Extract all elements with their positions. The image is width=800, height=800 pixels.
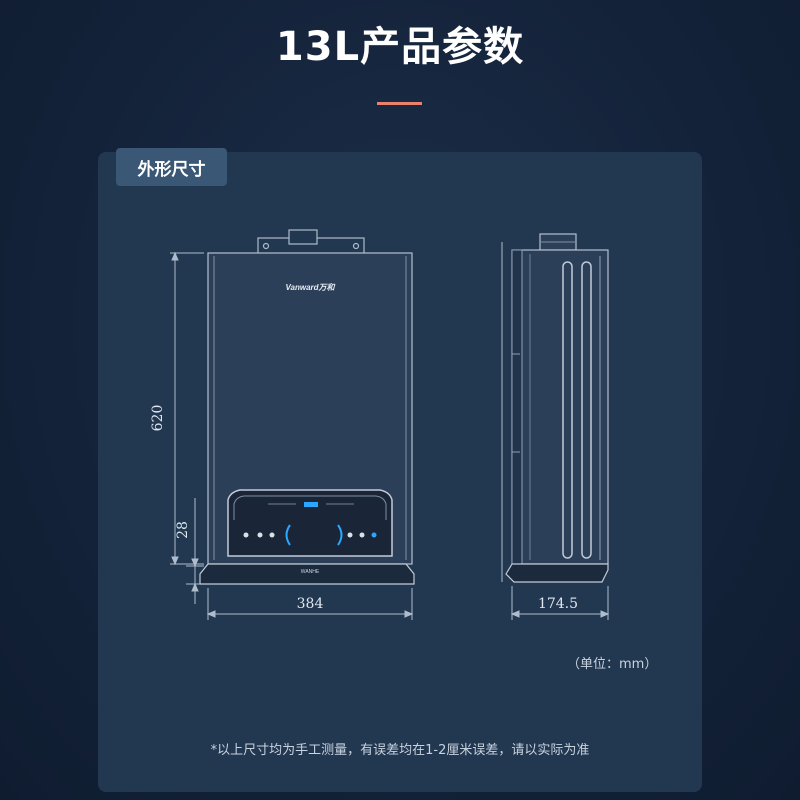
page-title: 13L产品参数 [275,24,525,70]
front-base [199,563,415,585]
bottom-offset-dimension [186,498,204,604]
unit-note: （单位：mm） [567,657,658,672]
side-vents [562,261,592,559]
mounting-bracket [257,229,365,255]
control-buttons-right [347,532,377,538]
control-buttons-left [243,532,275,538]
brand-logo: Vanward万和 [285,283,335,292]
led-arc-right [337,524,343,546]
side-body [511,249,609,565]
led-arc-left [285,524,291,546]
height-dimension [170,251,204,566]
side-base [505,563,609,583]
display-window [304,502,318,507]
control-panel [227,489,393,557]
section-tab: 外形尺寸 [116,148,227,186]
title-accent-line [377,102,422,105]
depth-dimension-label: 174.5 [538,596,578,612]
measurement-footnote: *以上尺寸均为手工测量，有误差均在1-2厘米误差，请以实际为准 [210,743,590,758]
front-view: Vanward万和 WANHE 620 [150,229,415,620]
depth-dimension [510,586,610,620]
height-dimension-label: 620 [150,405,166,432]
bottom-offset-label: 28 [175,521,191,539]
side-view: 174.5 [501,233,610,620]
width-dimension-label: 384 [297,596,324,612]
bottom-brand-label: WANHE [301,569,320,575]
width-dimension [206,588,414,620]
